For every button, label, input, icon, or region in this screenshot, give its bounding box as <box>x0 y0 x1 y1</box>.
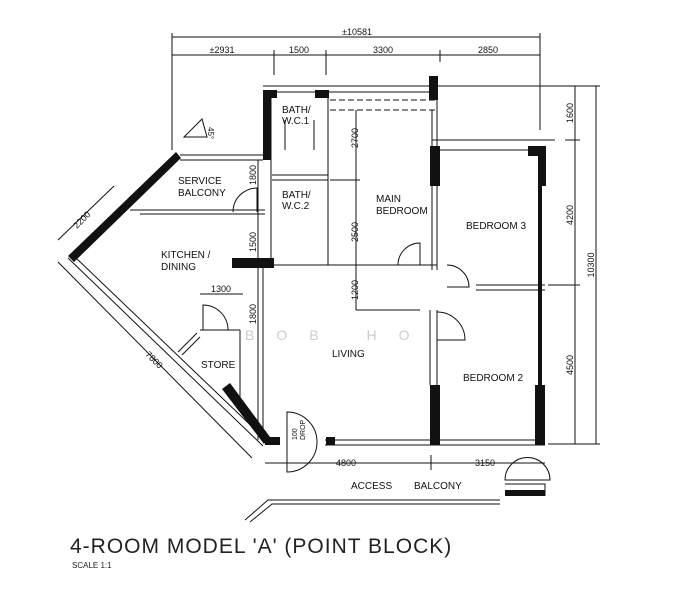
top-dimensions: ±10581 ±2931 1500 3300 2850 <box>171 27 541 150</box>
dim-top-1: ±2931 <box>210 45 235 55</box>
watermark: BOB HO <box>245 327 431 343</box>
svg-text:W.C.1: W.C.1 <box>282 116 310 127</box>
svg-text:BALCONY: BALCONY <box>178 188 226 199</box>
svg-text:45°: 45° <box>206 127 215 139</box>
dim-kitchen: 1500 <box>248 232 258 252</box>
label-store: STORE <box>201 360 236 371</box>
label-bedroom3: BEDROOM 3 <box>466 221 526 232</box>
label-bath2: BATH/ <box>282 190 311 201</box>
dim-main-bed-1: 2700 <box>350 128 360 148</box>
plan-scale: SCALE 1:1 <box>72 561 112 570</box>
right-dimensions: 1600 4200 4500 10300 <box>440 85 600 445</box>
label-access: ACCESS <box>351 481 392 492</box>
dim-left-short: 2200 <box>71 209 92 230</box>
svg-text:DINING: DINING <box>161 262 196 273</box>
dim-bottom-1: 4800 <box>336 458 356 468</box>
label-balcony: BALCONY <box>414 481 462 492</box>
dim-store-width: 1300 <box>211 284 231 294</box>
doors <box>202 120 551 481</box>
label-living: LIVING <box>332 349 365 360</box>
dim-bottom-2: 3150 <box>475 458 495 468</box>
dim-living-offset: 1800 <box>248 304 258 324</box>
plan-title: 4-ROOM MODEL 'A' (POINT BLOCK) <box>70 535 453 558</box>
dim-main-bed-2: 2500 <box>350 222 360 242</box>
dim-service-balcony: 1800 <box>248 165 258 185</box>
dim-main-bed-3: 1200 <box>350 280 360 300</box>
label-service-balcony: SERVICE <box>178 176 222 187</box>
dim-right-2: 4200 <box>565 205 575 225</box>
room-labels: BATH/ W.C.1 BATH/ W.C.2 MAIN BEDROOM BED… <box>161 105 526 492</box>
dim-overall-width: ±10581 <box>342 27 372 37</box>
svg-text:BEDROOM: BEDROOM <box>376 206 428 217</box>
dim-top-2: 1500 <box>289 45 309 55</box>
label-drop: 100 <box>292 428 299 440</box>
label-bath1: BATH/ <box>282 105 311 116</box>
label-bedroom2: BEDROOM 2 <box>463 373 523 384</box>
dim-right-3: 4500 <box>565 355 575 375</box>
walls <box>67 76 555 523</box>
label-main-bedroom: MAIN <box>376 194 401 205</box>
dim-overall-depth: 10300 <box>586 252 596 277</box>
north-arrow-icon: 45° <box>182 118 215 139</box>
svg-text:DROP: DROP <box>300 419 307 440</box>
label-kitchen: KITCHEN / <box>161 250 211 261</box>
dim-top-4: 2850 <box>478 45 498 55</box>
dim-right-1: 1600 <box>565 103 575 123</box>
dim-top-3: 3300 <box>373 45 393 55</box>
svg-text:W.C.2: W.C.2 <box>282 201 310 212</box>
